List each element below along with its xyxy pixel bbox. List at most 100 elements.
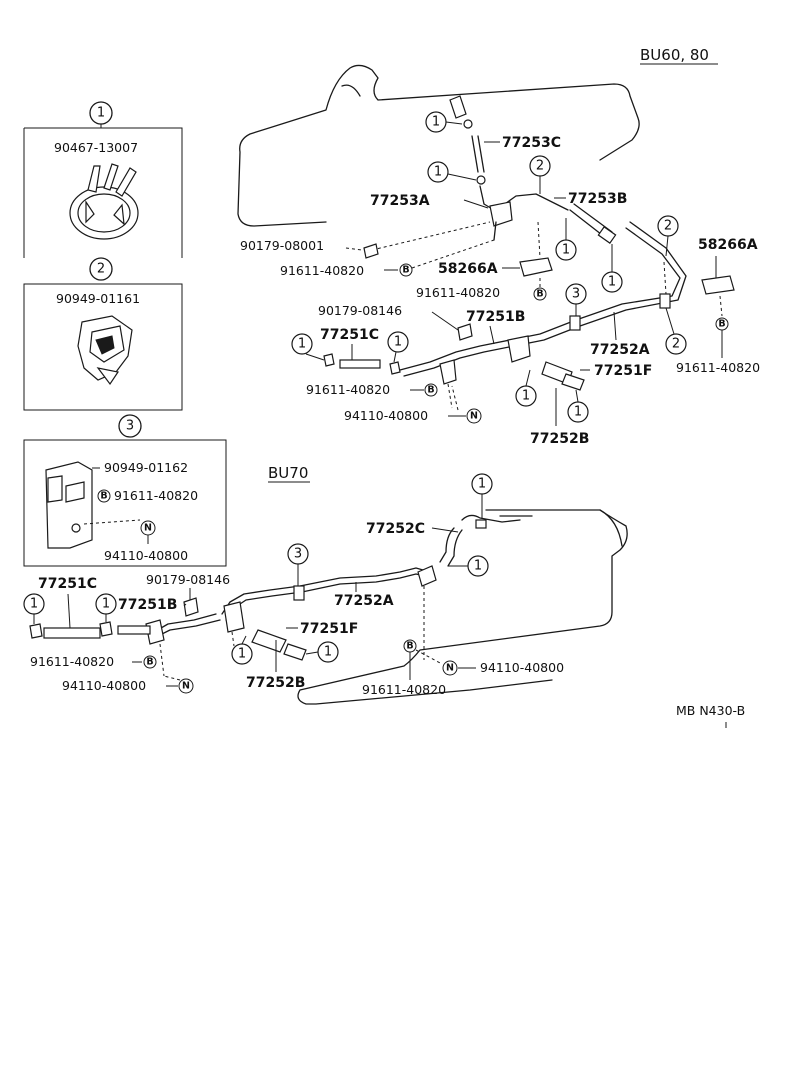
part-77253C: 77253C <box>502 135 561 151</box>
nut-symbol-n <box>466 408 482 424</box>
symbol-letter: N <box>446 663 454 674</box>
legend-part-90467-13007: 90467-13007 <box>54 140 138 155</box>
variant-label-bu60-80: BU60, 80 <box>640 46 709 64</box>
part-58266A: 58266A <box>438 261 498 277</box>
legend-item-1: 1 90467-13007 <box>23 101 183 258</box>
part-77251F: 77251F <box>300 621 358 637</box>
callout-circle-3 <box>118 414 142 438</box>
callout-number: 1 <box>478 477 486 492</box>
part-77251F: 77251F <box>594 363 652 379</box>
callout-number: 2 <box>672 337 680 352</box>
callout-number: 1 <box>394 335 402 350</box>
part-58266A: 58266A <box>698 237 758 253</box>
bolt-symbol-b <box>533 287 547 301</box>
callout-number: 2 <box>536 159 544 174</box>
part-77253B: 77253B <box>568 191 627 207</box>
symbol-letter: N <box>470 411 478 422</box>
symbol-letter: B <box>100 491 107 502</box>
legend-box-2 <box>23 283 183 411</box>
symbol-letter: B <box>427 385 434 396</box>
symbol-letter: B <box>718 319 725 330</box>
part-90179-08146: 90179-08146 <box>318 303 402 318</box>
pipe-clamp-icon <box>45 461 93 549</box>
part-94110-40800: 94110-40800 <box>480 660 564 675</box>
upper-fuel-tank <box>237 64 640 227</box>
callout-number: 1 <box>562 243 570 258</box>
clamp-clip-icon <box>77 315 133 386</box>
callout-number: 1 <box>102 597 110 612</box>
bolt-symbol-b <box>424 383 438 397</box>
symbol-letter: B <box>146 657 153 668</box>
callout-number: 1 <box>522 389 530 404</box>
legend-part-94110-40800: 94110-40800 <box>104 548 188 563</box>
part-91611-40820: 91611-40820 <box>676 360 760 375</box>
callout-number: 1 <box>238 647 246 662</box>
part-77252C: 77252C <box>366 521 425 537</box>
part-77251B: 77251B <box>466 309 525 325</box>
legend-part-90949-01162: 90949-01162 <box>104 460 188 475</box>
callout-number: 1 <box>608 275 616 290</box>
callout-circle-1 <box>427 161 449 183</box>
callout-number: 1 <box>97 106 105 121</box>
callout-number: 1 <box>474 559 482 574</box>
part-77252A: 77252A <box>590 342 650 358</box>
symbol-letter: B <box>402 265 409 276</box>
callout-circle-1 <box>387 331 409 353</box>
legend-box-3 <box>23 439 227 567</box>
part-91611-40820: 91611-40820 <box>30 654 114 669</box>
part-77252B: 77252B <box>530 431 589 447</box>
part-91611-40820: 91611-40820 <box>362 682 446 697</box>
upper-vent-hoses <box>323 95 735 409</box>
part-94110-40800: 94110-40800 <box>62 678 146 693</box>
legend-box-1 <box>23 127 183 258</box>
part-91611-40820: 91611-40820 <box>416 285 500 300</box>
part-77252B: 77252B <box>246 675 305 691</box>
part-77253A: 77253A <box>370 193 430 209</box>
callout-circle-1 <box>291 333 313 355</box>
part-94110-40800: 94110-40800 <box>344 408 428 423</box>
upper-callouts: 1 1 2 1 1 2 3 2 1 1 1 1 <box>291 111 687 423</box>
nut-symbol-n <box>178 678 194 694</box>
callout-number: 3 <box>572 287 580 302</box>
part-90179-08146: 90179-08146 <box>146 572 230 587</box>
part-90179-08001: 90179-08001 <box>240 238 324 253</box>
part-91611-40820: 91611-40820 <box>280 263 364 278</box>
callout-number: 3 <box>294 547 302 562</box>
legend-part-90949-01161: 90949-01161 <box>56 291 140 306</box>
symbol-letter: B <box>406 641 413 652</box>
bolt-symbol-b <box>143 655 157 669</box>
part-77252A: 77252A <box>334 593 394 609</box>
bolt-symbol-b <box>97 489 111 503</box>
callout-number: 1 <box>324 645 332 660</box>
part-77251C: 77251C <box>320 327 379 343</box>
nut-symbol-n <box>442 660 458 676</box>
callout-number: 1 <box>574 405 582 420</box>
lower-part-labels: 77252C 77251C 90179-08146 77251B 77252A … <box>30 521 564 697</box>
part-91611-40820: 91611-40820 <box>306 382 390 397</box>
lower-callouts: 1 1 3 1 1 1 1 <box>23 473 493 665</box>
callout-number: 2 <box>97 262 105 277</box>
callout-number: 1 <box>432 115 440 130</box>
callout-number: 1 <box>298 337 306 352</box>
variant-label-bu70: BU70 <box>268 464 308 482</box>
legend-item-2: 2 90949-01161 <box>23 257 183 411</box>
symbol-letter: N <box>144 523 152 534</box>
symbol-letter: N <box>182 681 190 692</box>
hose-clip-icon <box>69 163 139 240</box>
legend-item-3: 3 90949-01162 B 91611-40820 N 94110-4080… <box>23 414 227 567</box>
callout-number: 1 <box>434 165 442 180</box>
diagram-code: MB N430-B <box>676 703 745 718</box>
part-77251C: 77251C <box>38 576 97 592</box>
legend-part-91611-40820: 91611-40820 <box>114 488 198 503</box>
part-77251B: 77251B <box>118 597 177 613</box>
symbol-letter: B <box>536 289 543 300</box>
lower-pipes <box>29 514 533 677</box>
callout-circle-2 <box>89 257 113 281</box>
callout-circle-2 <box>665 333 687 355</box>
callout-number: 3 <box>126 419 134 434</box>
bolt-symbol-b <box>399 263 413 277</box>
upper-part-labels: 77253C 77253A 77253B 90179-08001 91611-4… <box>240 135 760 447</box>
callout-number: 2 <box>664 219 672 234</box>
